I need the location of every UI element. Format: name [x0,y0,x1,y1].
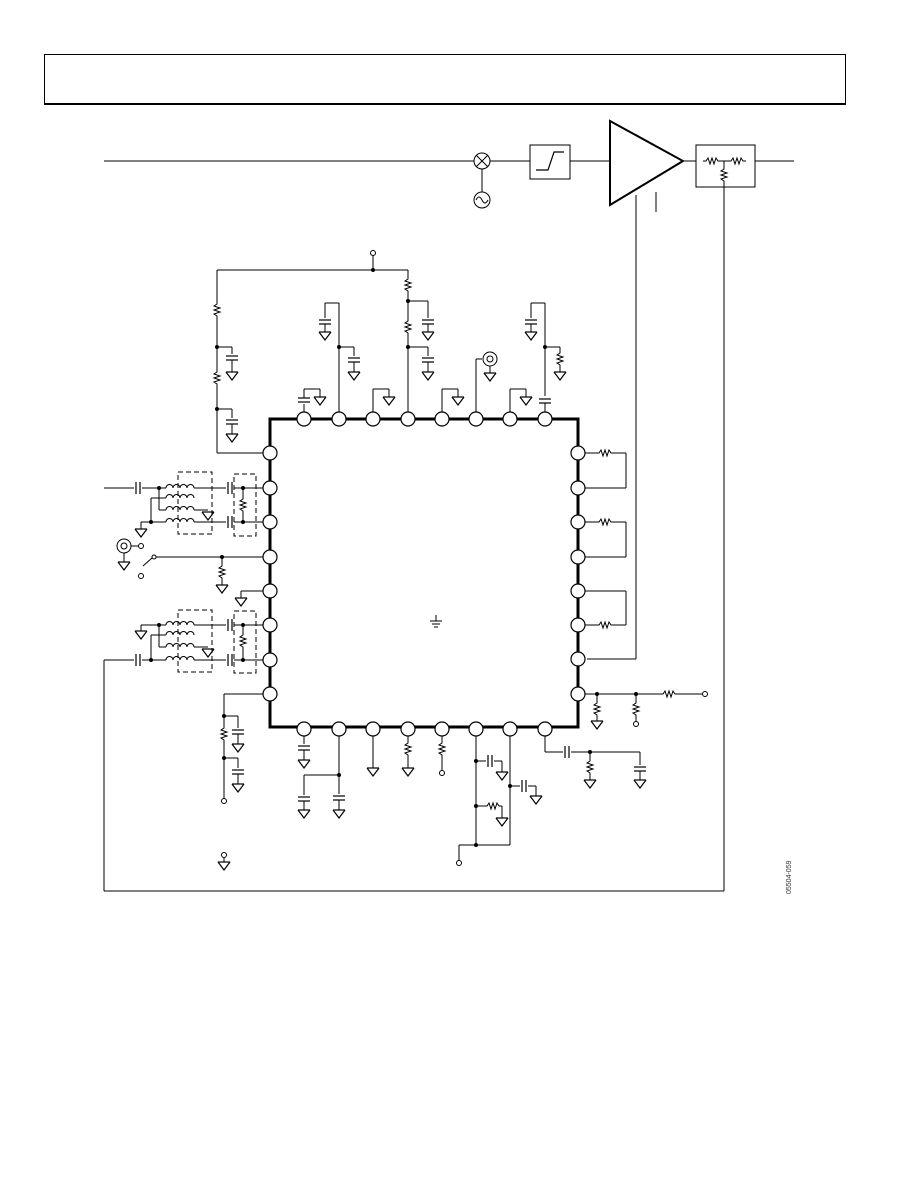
pin-bottom-2 [331,721,347,737]
pin-left-5 [262,583,278,599]
pin-left-1 [262,445,278,461]
pin-left-8 [262,686,278,702]
pin-top-6 [468,411,484,427]
page-header-box [44,54,846,105]
pin-bottom-3 [365,721,381,737]
pin-right-7 [570,651,586,667]
pin-right-3 [570,514,586,530]
pin-right-8 [570,686,586,702]
pin-bottom-1 [296,721,312,737]
pin-top-8 [537,411,553,427]
pin-top-7 [502,411,518,427]
pin-left-3 [262,514,278,530]
pin-top-1 [296,411,312,427]
bottom-pin-network [297,736,647,866]
pin-right-6 [570,617,586,633]
pin-right-2 [570,480,586,496]
ic-package-body [268,417,580,729]
pin-bottom-6 [468,721,484,737]
left-input-network [104,471,263,871]
pin-bottom-5 [434,721,450,737]
top-supply-network [213,250,567,454]
pin-bottom-4 [400,721,416,737]
pin-top-2 [331,411,347,427]
attenuator-block [695,144,756,891]
pin-top-5 [434,411,450,427]
pin-bottom-8 [537,721,553,737]
feedback-loop-trace [103,659,724,892]
pin-right-1 [570,445,586,461]
pin-top-4 [400,411,416,427]
figure-id-label: 05504-059 [786,860,793,894]
pin-left-7 [262,652,278,668]
pin-left-4 [262,549,278,565]
pin-top-3 [365,411,381,427]
ic-pins [262,411,586,737]
amplifier-triangle [609,119,686,659]
pin-left-6 [262,617,278,633]
pin-right-4 [570,549,586,565]
pin-right-5 [570,583,586,599]
right-resistor-loops [585,449,708,730]
ground-icon [430,615,442,628]
pin-left-2 [262,480,278,496]
pin-bottom-7 [502,721,518,737]
oscillator-icon [473,191,491,209]
low-pass-filter-block [529,144,571,180]
mixer-icon [473,152,491,192]
